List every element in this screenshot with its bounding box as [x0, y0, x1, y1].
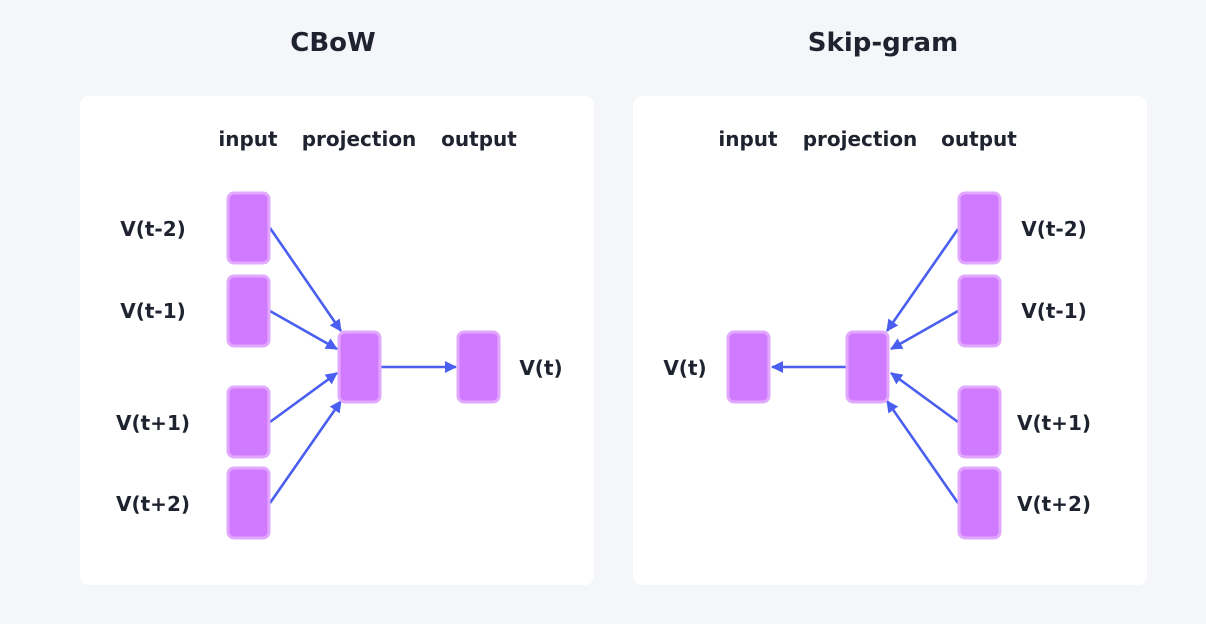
skipgram-arrow-3	[890, 371, 959, 424]
skipgram-input-node	[726, 330, 771, 404]
cbow-arrow-3	[269, 371, 338, 424]
skipgram-output-label-2: V(t-1)	[1021, 299, 1087, 323]
cbow-title: CBoW	[290, 28, 376, 58]
skipgram-arrow-2	[890, 309, 959, 351]
cbow-input-node-2	[226, 274, 271, 348]
cbow-arrow-1	[268, 227, 343, 332]
cbow-input-header: input	[218, 127, 278, 151]
skipgram-output-node-4	[957, 466, 1002, 540]
skipgram-output-label-1: V(t-2)	[1021, 217, 1087, 241]
skipgram-output-header: output	[941, 127, 1017, 151]
cbow-output-node	[456, 330, 501, 404]
cbow-projection-header: projection	[302, 127, 417, 151]
skipgram-input-label: V(t)	[663, 356, 706, 380]
skipgram-arrow-1	[885, 228, 960, 332]
cbow-input-label-2: V(t-1)	[120, 299, 186, 323]
cbow-input-node-4	[226, 466, 271, 540]
cbow-input-node-3	[226, 385, 271, 459]
skipgram-input-header: input	[718, 127, 778, 151]
skipgram-projection-node	[845, 330, 890, 404]
cbow-input-label-4: V(t+2)	[116, 492, 190, 516]
cbow-input-label-1: V(t-2)	[120, 217, 186, 241]
skipgram-output-label-3: V(t+1)	[1017, 411, 1091, 435]
cbow-projection-node	[337, 330, 382, 404]
skipgram-output-node-3	[957, 385, 1002, 459]
cbow-output-label: V(t)	[519, 356, 562, 380]
cbow-input-node-1	[226, 191, 271, 265]
skipgram-output-label-4: V(t+2)	[1017, 492, 1091, 516]
skipgram-arrow-4	[885, 400, 960, 504]
cbow-arrow-4	[268, 400, 343, 504]
skipgram-panel	[633, 96, 1147, 585]
skipgram-title: Skip-gram	[807, 28, 959, 58]
skipgram-output-node-2	[957, 274, 1002, 348]
cbow-arrow-2	[269, 309, 338, 351]
skipgram-projection-header: projection	[803, 127, 918, 151]
cbow-input-label-3: V(t+1)	[116, 411, 190, 435]
skipgram-output-node-1	[957, 191, 1002, 265]
cbow-output-header: output	[441, 127, 517, 151]
